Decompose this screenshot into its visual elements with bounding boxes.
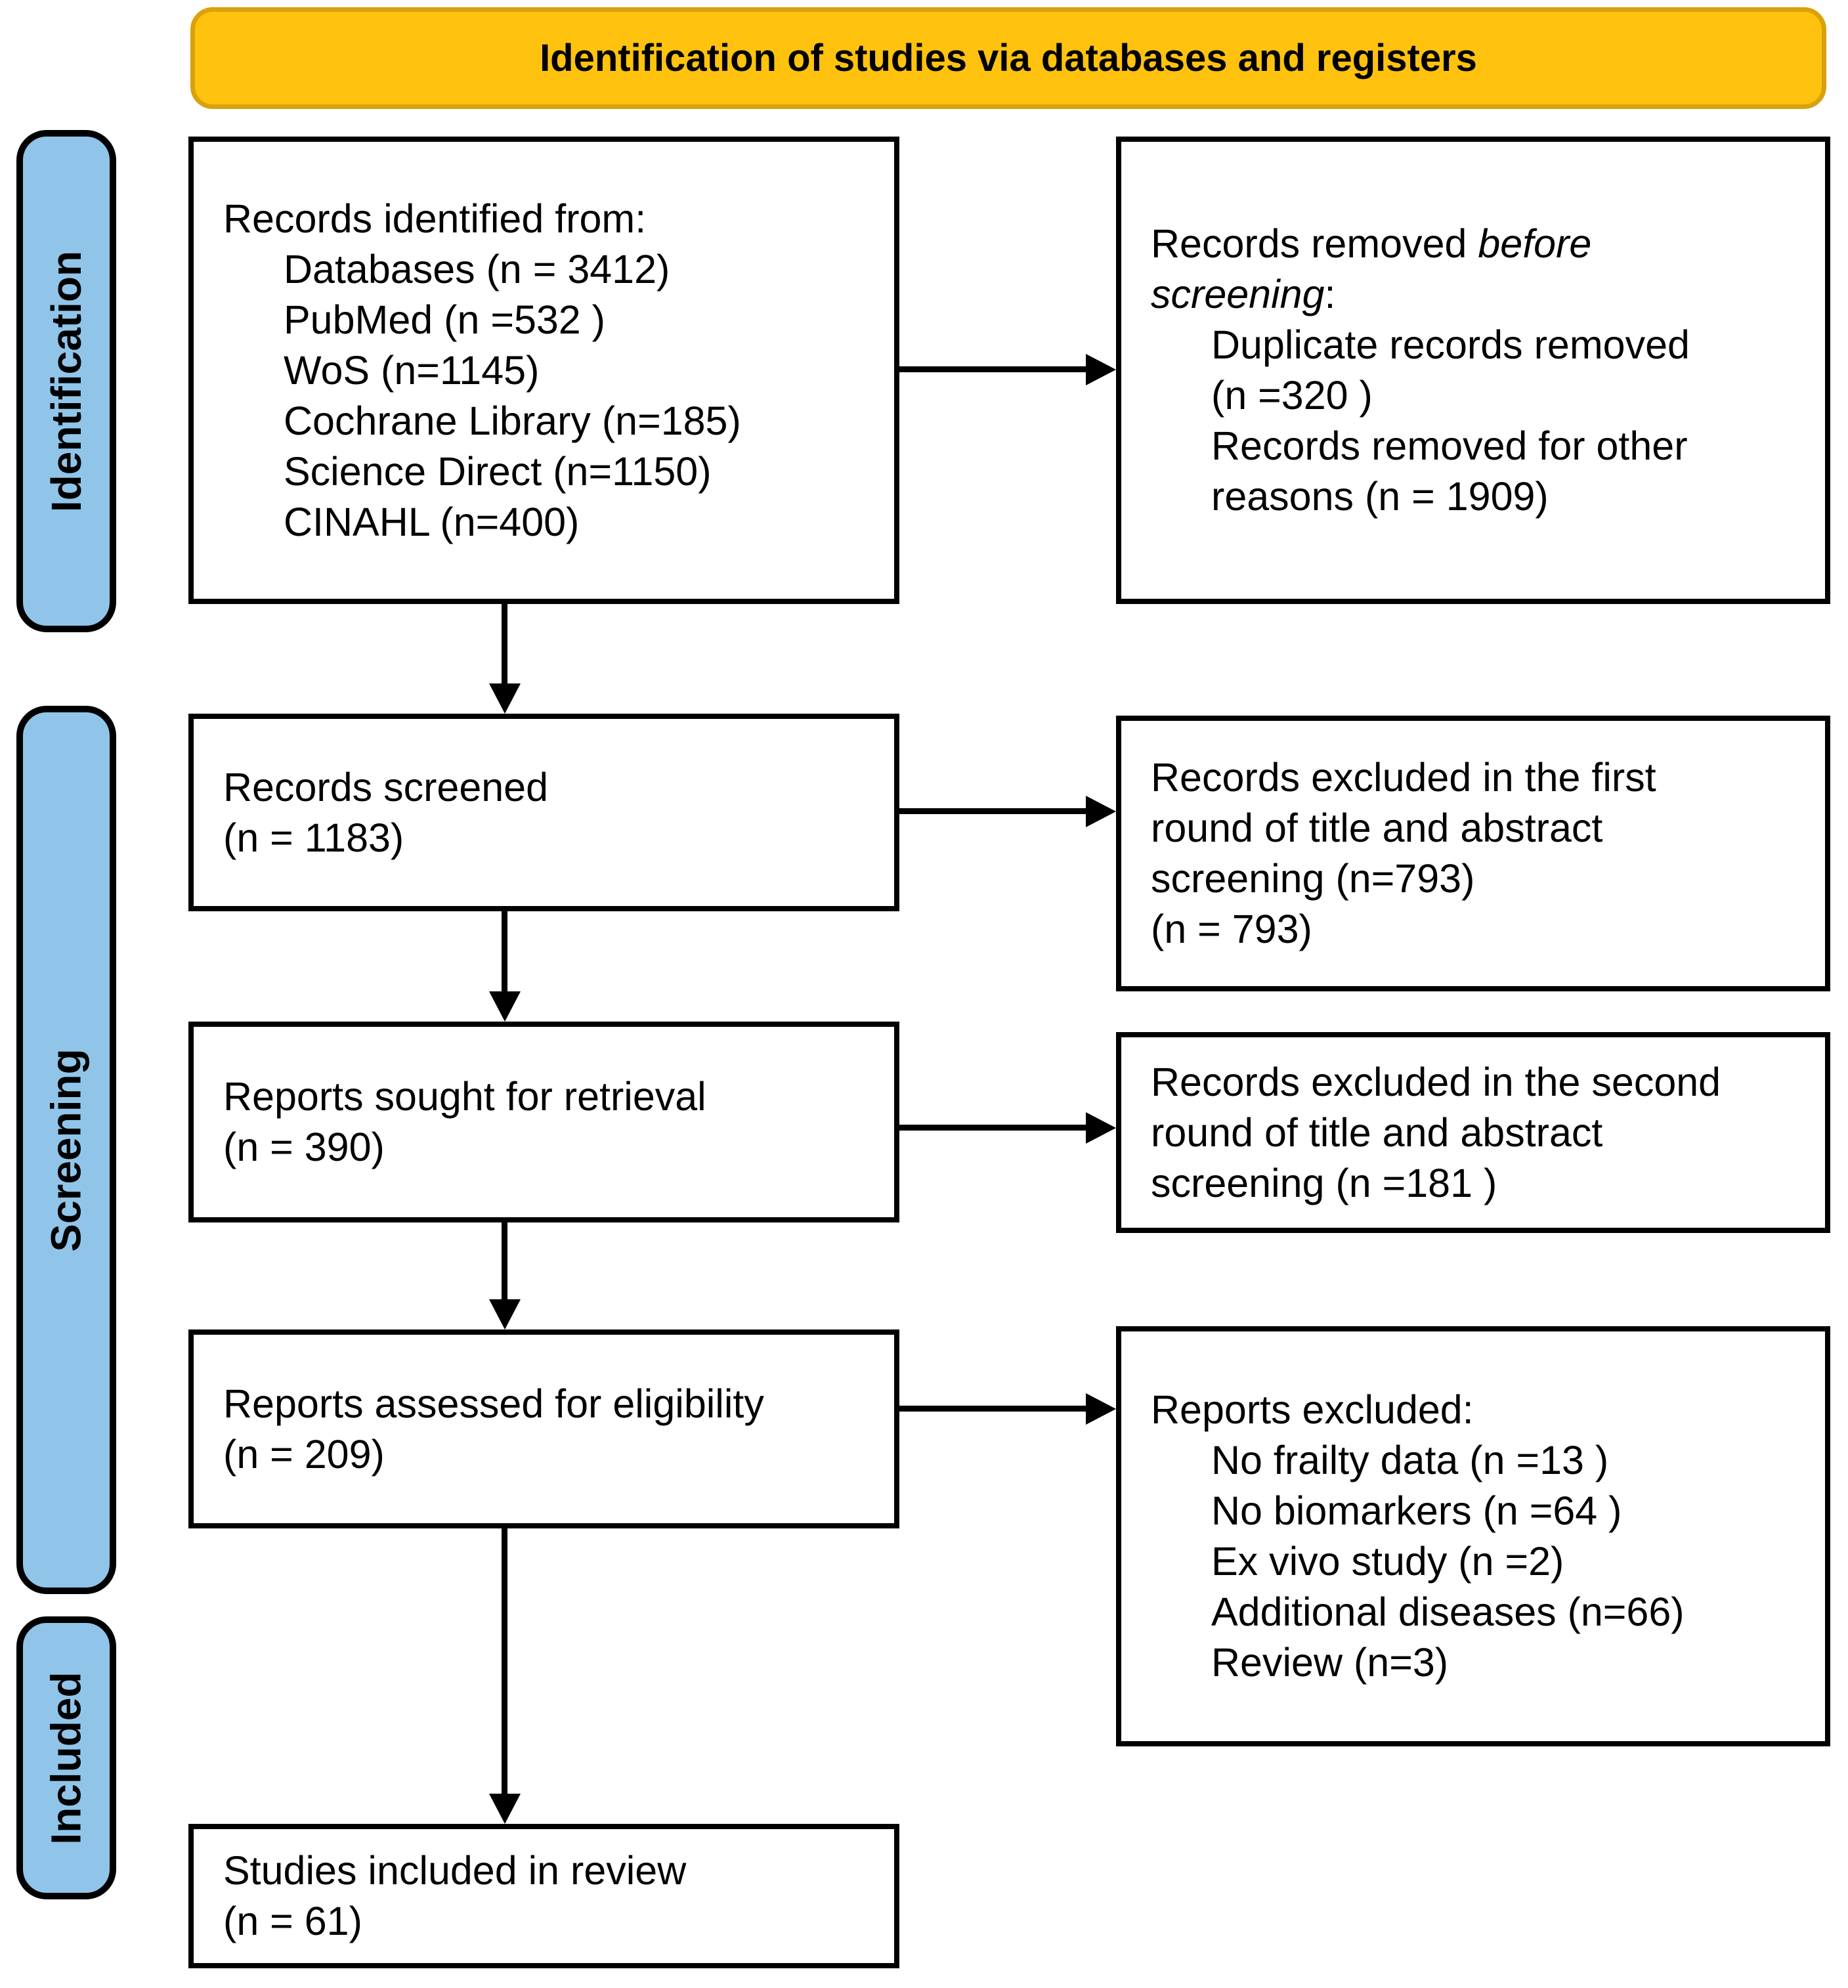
stage-included: Included [16,1616,116,1899]
stage-screening: Screening [16,706,116,1594]
box-text-line: (n =320 ) [1211,373,1373,418]
arrow-assessed-to-reports-excluded [899,1406,1086,1412]
flow-box-studies-included: Studies included in review (n = 61) [188,1824,899,1968]
box-text-line: Records excluded in the second [1151,1059,1721,1104]
box-text-line: screening (n =181 ) [1151,1160,1497,1205]
arrow-assessed-to-included [502,1528,507,1794]
box-text: Records excluded in the first round of ti… [1121,752,1667,955]
box-text-line: WoS (n=1145) [284,347,540,393]
box-text-line: Ex vivo study (n =2) [1211,1539,1564,1584]
box-text-line: (n = 793) [1151,907,1312,951]
box-text-line: Reports sought for retrieval [223,1074,706,1119]
arrow-sought-to-excluded-second [899,1125,1086,1131]
box-text-line: screening (n=793) [1151,856,1475,901]
box-text-line: Records removed before [1151,221,1592,266]
flow-box-reports-sought: Reports sought for retrieval (n = 390) [188,1022,899,1222]
box-text-line: Records removed for other [1211,423,1688,468]
flow-box-excluded-second-round: Records excluded in the second round of t… [1116,1032,1830,1233]
flow-box-reports-assessed: Reports assessed for eligibility (n = 209… [188,1329,899,1528]
box-text-line: No frailty data (n =13 ) [1211,1438,1609,1482]
arrow-sought-to-assessed [502,1222,507,1299]
box-text-line: CINAHL (n=400) [284,499,580,544]
box-text-line: Studies included in review [223,1848,687,1893]
box-text-line: Duplicate records removed [1211,322,1690,367]
stage-identification: Identification [16,130,116,632]
box-text-line: Reports excluded: [1151,1387,1474,1432]
box-text: Reports assessed for eligibility (n = 209… [194,1379,775,1480]
box-text-line: Records identified from: [223,196,647,241]
box-text-line: Science Direct (n=1150) [284,448,712,494]
box-text-line: (n = 209) [223,1431,385,1477]
box-text: Records excluded in the second round of t… [1121,1057,1731,1209]
box-text-line: round of title and abstract [1151,1110,1603,1155]
box-text-line: Review (n=3) [1211,1640,1449,1685]
banner-title: Identification of studies via databases … [190,7,1826,109]
flow-box-records-removed: Records removed before screening: Duplic… [1116,137,1830,604]
box-text: Reports excluded: No frailty data (n =13 … [1121,1385,1695,1688]
box-text-line: (n = 1183) [223,815,404,860]
flow-box-records-identified: Records identified from: Databases (n = 3… [188,137,899,604]
box-text-line: (n = 390) [223,1125,385,1169]
box-text: Studies included in review (n = 61) [194,1846,697,1947]
box-text-line: Records excluded in the first [1151,755,1656,800]
box-text-line: (n = 61) [223,1899,362,1943]
box-text-line: Records screened [223,764,549,810]
box-text: Records removed before screening: Duplic… [1121,219,1700,522]
stage-included-label: Included [43,1671,90,1845]
box-text-line: reasons (n = 1909) [1211,474,1549,519]
box-text-line: Additional diseases (n=66) [1211,1589,1685,1634]
box-text-line: PubMed (n =532 ) [284,297,605,342]
flow-box-reports-excluded: Reports excluded: No frailty data (n =13 … [1116,1326,1830,1746]
box-text-line: round of title and abstract [1151,806,1603,850]
arrow-identified-to-screened [502,604,507,683]
box-text: Records identified from: Databases (n = 3… [194,194,752,548]
arrow-identified-to-removed [899,366,1086,372]
flow-box-records-screened: Records screened (n = 1183) [188,714,899,911]
flow-box-excluded-first-round: Records excluded in the first round of ti… [1116,716,1830,991]
arrow-screened-to-sought [502,911,507,991]
box-text: Reports sought for retrieval (n = 390) [194,1071,717,1173]
arrow-screened-to-excluded-first [899,808,1086,814]
stage-screening-label: Screening [43,1048,90,1252]
box-text-line: screening: [1151,272,1336,316]
box-text: Records screened (n = 1183) [194,762,559,863]
box-text-line: Reports assessed for eligibility [223,1381,764,1426]
box-text-line: No biomarkers (n =64 ) [1211,1488,1622,1533]
stage-identification-label: Identification [43,250,90,512]
box-text-line: Databases (n = 3412) [284,246,670,292]
box-text-line: Cochrane Library (n=185) [284,398,741,443]
